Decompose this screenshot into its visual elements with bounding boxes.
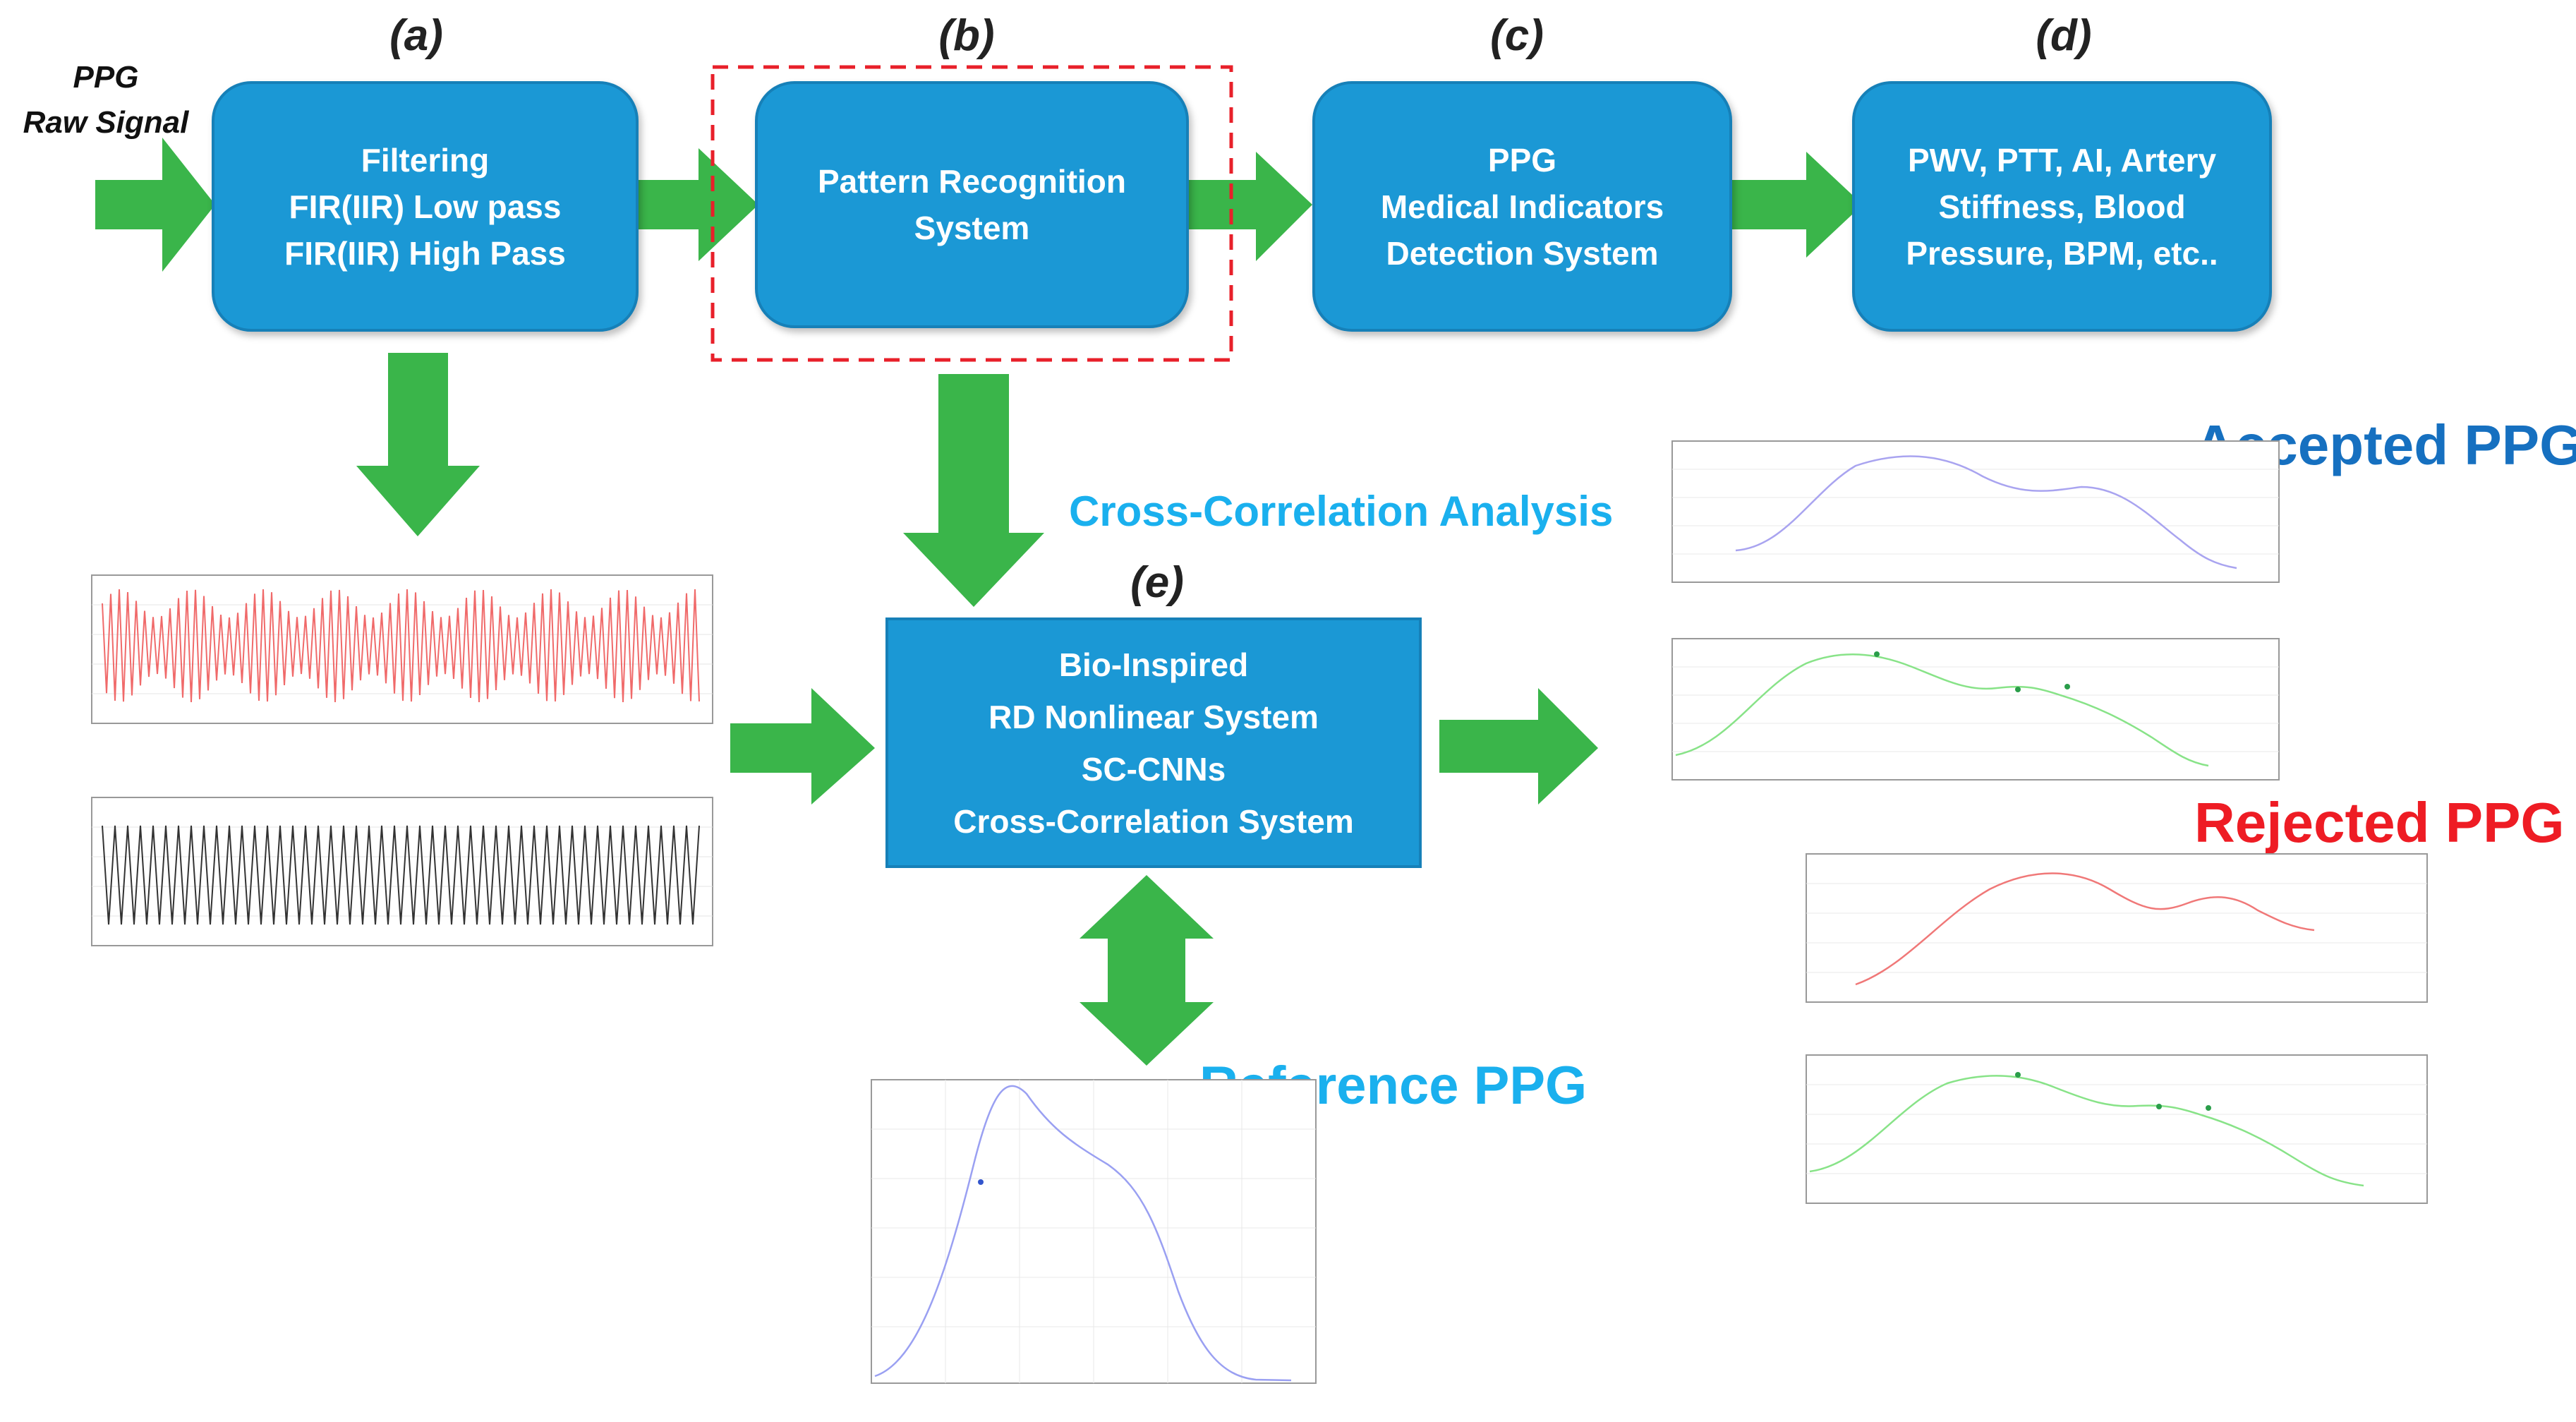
- arrow-input: [95, 138, 215, 272]
- cross-correlation-label: Cross-Correlation Analysis: [1069, 488, 1614, 535]
- outputs-line3: Pressure, BPM, etc..: [1906, 234, 2218, 272]
- core-system-line1: Bio-Inspired: [1058, 646, 1249, 683]
- arrow-filter-down: [356, 353, 480, 536]
- arrow-core-to-results: [1439, 688, 1598, 805]
- core-system-box: Bio-Inspired RD Nonlinear System SC-CNNs…: [885, 617, 1422, 868]
- segmented-ppg-thumbnail: [1671, 440, 2280, 583]
- pattern-recognition-line1: Pattern Recognition: [817, 163, 1127, 200]
- filtering-title: Filtering: [361, 141, 490, 179]
- accepted-timeseries-thumbnail: [91, 797, 713, 946]
- reference-ppg-thumbnail: [871, 1079, 1317, 1384]
- arrow-signals-to-core: [730, 688, 875, 805]
- rejected-ppg-label: Rejected PPG: [2194, 791, 2565, 854]
- outputs-box: PWV, PTT, AI, Artery Stiffness, Blood Pr…: [1852, 81, 2272, 332]
- outputs-line2: Stiffness, Blood: [1938, 188, 2186, 225]
- highlight-frame: [710, 65, 1233, 362]
- stage-label-c: (c): [1490, 11, 1544, 60]
- arrow-core-reference-bidirectional: [1080, 875, 1214, 1066]
- core-system-line4: Cross-Correlation System: [953, 802, 1354, 840]
- input-label-line1: PPG: [73, 60, 139, 95]
- input-label: PPG Raw Signal: [7, 55, 205, 145]
- filtering-box: Filtering FIR(IIR) Low pass FIR(IIR) Hig…: [212, 81, 639, 332]
- arrow-b-to-c: [1189, 152, 1312, 261]
- stage-label-d: (d): [2036, 11, 2092, 60]
- arrow-a-to-b: [639, 148, 758, 261]
- input-label-line2: Raw Signal: [23, 105, 189, 140]
- rejected-ppg-thumbnail: [1806, 853, 2428, 1003]
- arrow-c-to-d: [1732, 152, 1863, 258]
- medical-indicators-line2: Medical Indicators: [1380, 188, 1664, 225]
- source-ppg-thumbnail: [91, 574, 713, 724]
- medical-indicators-box: PPG Medical Indicators Detection System: [1312, 81, 1732, 332]
- stage-label-e: (e): [1130, 558, 1184, 607]
- stage-label-a: (a): [389, 11, 443, 60]
- pattern-recognition-line2: System: [914, 210, 1030, 246]
- accepted-processed-thumbnail-2: [1806, 1054, 2428, 1204]
- arrow-pattern-down: [903, 374, 1044, 607]
- medical-indicators-line1: PPG: [1487, 141, 1557, 179]
- medical-indicators-line3: Detection System: [1386, 234, 1659, 272]
- pattern-recognition-box: Pattern Recognition System: [755, 81, 1189, 328]
- accepted-processed-thumbnail-1: [1671, 638, 2280, 781]
- core-system-line2: RD Nonlinear System: [988, 698, 1319, 735]
- filtering-low-pass: FIR(IIR) Low pass: [289, 188, 562, 225]
- filtering-high-pass: FIR(IIR) High Pass: [284, 234, 566, 272]
- stage-label-b: (b): [938, 11, 995, 60]
- core-system-line3: SC-CNNs: [1081, 750, 1226, 788]
- outputs-line1: PWV, PTT, AI, Artery: [1907, 141, 2217, 179]
